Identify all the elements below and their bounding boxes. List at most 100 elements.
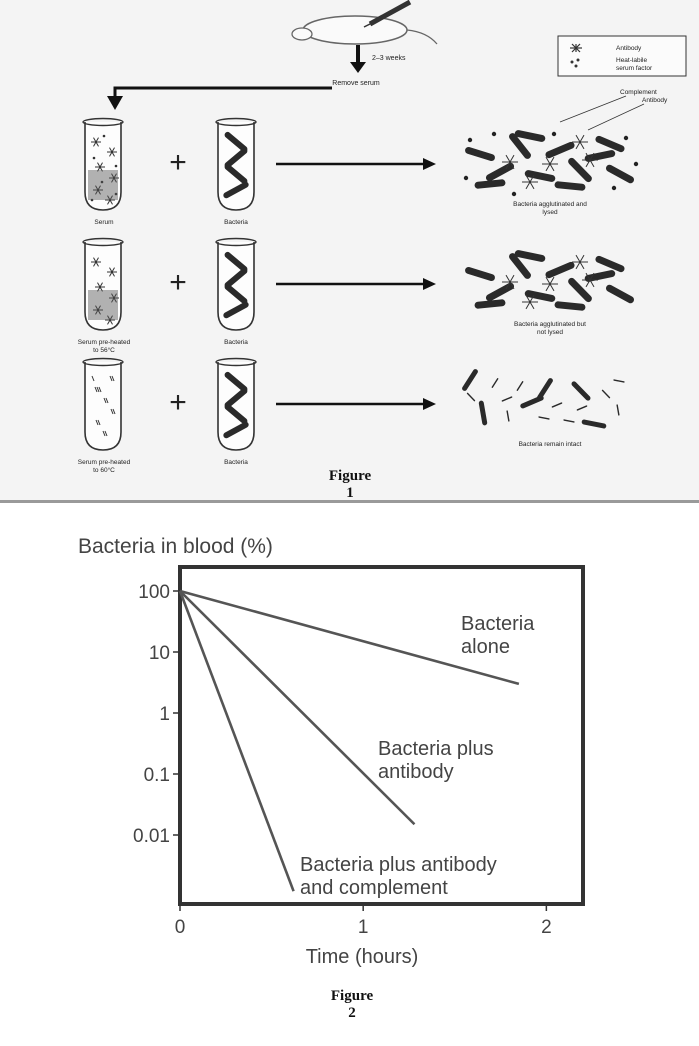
bacterium-mark <box>595 255 625 273</box>
bacterium-mark <box>551 402 563 408</box>
bacterium-mark <box>584 270 616 282</box>
bacterium-mark <box>595 135 625 153</box>
series-label-line: Bacteria plus antibody <box>300 854 497 876</box>
y-tick-label: 0.01 <box>133 826 170 847</box>
bacterium-mark <box>613 379 625 383</box>
bacterium-mark <box>563 419 575 423</box>
bent-arrow <box>107 86 332 110</box>
mouse-illustration <box>291 15 438 45</box>
serum-factor-dot <box>90 198 94 202</box>
legend-complement-label: Complement <box>620 89 657 96</box>
bacterium-mark <box>524 170 556 182</box>
denatured-mark <box>105 397 109 404</box>
denatured-mark <box>97 419 101 426</box>
complement-dot <box>611 185 617 191</box>
bacterium-mark <box>224 163 248 185</box>
bacterium-mark <box>224 131 248 153</box>
denatured-mark <box>94 386 98 393</box>
tube-rim <box>215 357 257 367</box>
inject-interval-label: 2–3 weeks <box>372 55 406 62</box>
antibody-mark <box>505 274 515 290</box>
bacterium-mark <box>223 181 249 199</box>
denatured-mark <box>104 430 108 437</box>
bacterium-mark <box>223 301 249 319</box>
arrowhead <box>423 158 436 170</box>
denatured-mark <box>96 386 100 393</box>
y-tick-label: 1 <box>159 704 170 725</box>
bacterium-mark <box>465 266 495 282</box>
antibody-mark <box>95 305 101 315</box>
antibody-mark <box>111 293 117 303</box>
y-tick-label: 100 <box>138 582 170 603</box>
antibody-mark <box>97 162 103 172</box>
series-lines <box>178 589 520 892</box>
bacteria-tube <box>217 362 255 451</box>
serum-tube-label: Serum pre-heated <box>78 339 131 346</box>
serum-tube <box>84 122 122 211</box>
y-axis-title: Bacteria in blood (%) <box>78 535 273 558</box>
bacteria-tube-label: Bacteria <box>224 219 248 226</box>
serum-factor-dot <box>100 180 104 184</box>
bacterium-mark <box>568 157 592 183</box>
plus-icon: + <box>169 146 187 179</box>
antibody-mark <box>545 156 555 172</box>
antibody-mark <box>575 134 585 150</box>
bacteria-tube <box>217 242 255 331</box>
antibody-mark <box>525 174 535 190</box>
bacterium-mark <box>224 251 248 273</box>
denatured-mark <box>91 375 95 382</box>
denatured-mark <box>95 419 99 426</box>
legend-antibody-label: Antibody <box>616 45 642 52</box>
serum-shading <box>88 170 118 200</box>
serum-tube <box>84 362 122 451</box>
y-tick-label: 10 <box>149 643 170 664</box>
antibody-mark <box>585 152 595 168</box>
bacterium-mark <box>571 381 591 401</box>
antibody-mark <box>93 137 99 147</box>
bacterium-mark <box>514 250 546 262</box>
serum-tube-label: Serum <box>94 219 113 226</box>
serum-tube-label: to 56°C <box>93 346 115 354</box>
chart-frame <box>178 565 585 906</box>
series-label-line: and complement <box>300 877 448 899</box>
antibody-mark <box>525 294 535 310</box>
arrowhead <box>423 278 436 290</box>
bacterium-mark <box>537 378 553 400</box>
bacterium-mark <box>509 133 531 159</box>
antibody-mark <box>575 254 585 270</box>
bacterium-mark <box>485 162 515 182</box>
tube-rim <box>215 237 257 247</box>
bacterium-mark <box>474 299 506 309</box>
bacterium-mark <box>462 369 478 391</box>
bacterium-mark <box>223 421 249 439</box>
bacterium-mark <box>605 164 635 184</box>
serum-tube <box>84 242 122 331</box>
complement-dot <box>511 191 517 197</box>
antibody-mark <box>585 272 595 288</box>
denatured-mark <box>98 386 102 393</box>
serum-tube-label: to 60°C <box>93 466 115 474</box>
tube-rim <box>82 117 124 127</box>
figure-1-panel: 2–3 weeks Remove serum Antibody Heat-lab… <box>0 0 699 501</box>
antibody-mark <box>111 173 117 183</box>
denatured-mark <box>111 375 115 382</box>
tube-rim <box>82 237 124 247</box>
serum-tube-label: Serum pre-heated <box>78 459 131 466</box>
antibody-mark <box>545 276 555 292</box>
heat-labile-legend-icon <box>570 58 580 68</box>
antibody-mark <box>107 315 113 325</box>
bacterium-mark <box>506 410 510 422</box>
bacterium-mark <box>554 301 586 311</box>
series-label-line: Bacteria plus <box>378 738 494 760</box>
y-tick-label: 0.1 <box>144 765 170 786</box>
remove-serum-label: Remove serum <box>332 80 380 87</box>
complement-dot <box>467 137 473 143</box>
